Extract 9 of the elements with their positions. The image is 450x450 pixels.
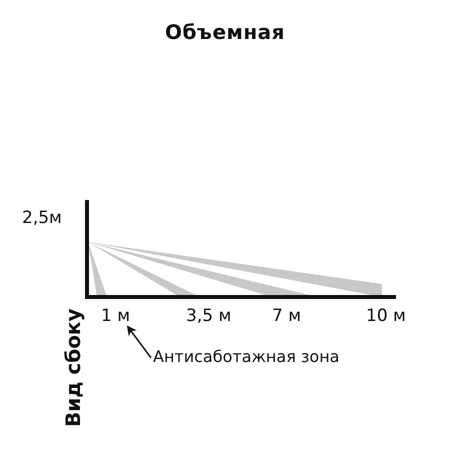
callout-text: Антисаботажная зона bbox=[153, 349, 340, 365]
axis-label: 2,5м bbox=[22, 210, 62, 227]
leader-arrow bbox=[126, 325, 152, 358]
tick-label: 7 м bbox=[272, 308, 302, 325]
side-view-label: Вид сбоку bbox=[63, 308, 83, 427]
tick-label: 3,5 м bbox=[186, 308, 232, 325]
tick-label: 1 м bbox=[101, 308, 130, 325]
tick-label: 10 м bbox=[366, 308, 406, 325]
title: Объемная bbox=[164, 22, 286, 42]
